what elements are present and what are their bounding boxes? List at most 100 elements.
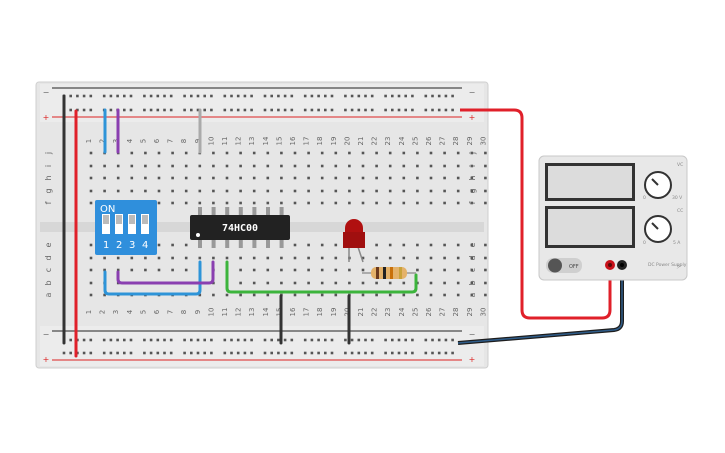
rail-hole[interactable]: [283, 351, 287, 355]
grid-hole[interactable]: [225, 293, 229, 297]
grid-hole[interactable]: [416, 243, 419, 247]
grid-hole[interactable]: [375, 201, 378, 205]
rail-hole[interactable]: [397, 108, 401, 112]
rail-hole[interactable]: [143, 94, 146, 98]
rail-hole[interactable]: [357, 108, 361, 112]
grid-hole[interactable]: [375, 243, 378, 247]
grid-hole[interactable]: [484, 189, 487, 193]
grid-hole[interactable]: [388, 189, 392, 193]
grid-hole[interactable]: [239, 268, 242, 272]
grid-hole[interactable]: [334, 256, 338, 260]
rail-hole[interactable]: [102, 338, 106, 342]
rail-hole[interactable]: [431, 338, 434, 342]
rail-hole[interactable]: [76, 94, 79, 98]
rail-hole[interactable]: [109, 94, 113, 98]
rail-hole[interactable]: [243, 338, 247, 342]
rail-hole[interactable]: [263, 338, 267, 342]
rail-hole[interactable]: [364, 94, 367, 98]
grid-hole[interactable]: [307, 256, 310, 260]
rail-hole[interactable]: [163, 351, 166, 355]
grid-hole[interactable]: [225, 256, 229, 260]
grid-hole[interactable]: [144, 164, 147, 168]
grid-hole[interactable]: [103, 189, 106, 193]
grid-hole[interactable]: [416, 189, 419, 193]
grid-hole[interactable]: [171, 268, 174, 272]
dip-toggle[interactable]: [142, 215, 148, 224]
rail-hole[interactable]: [330, 94, 334, 98]
rail-hole[interactable]: [370, 108, 374, 112]
rail-hole[interactable]: [223, 351, 227, 355]
rail-hole[interactable]: [451, 351, 454, 355]
grid-hole[interactable]: [416, 151, 419, 155]
grid-hole[interactable]: [307, 281, 310, 285]
rail-hole[interactable]: [156, 351, 160, 355]
rail-hole[interactable]: [384, 338, 387, 342]
wire-green-bottom[interactable]: [225, 260, 418, 294]
grid-hole[interactable]: [361, 268, 365, 272]
grid-hole[interactable]: [429, 256, 433, 260]
grid-hole[interactable]: [252, 189, 256, 193]
rail-hole[interactable]: [236, 94, 240, 98]
grid-hole[interactable]: [348, 268, 351, 272]
grid-hole[interactable]: [293, 281, 297, 285]
rail-hole[interactable]: [69, 338, 72, 342]
grid-hole[interactable]: [266, 256, 270, 260]
rail-hole[interactable]: [230, 351, 233, 355]
grid-hole[interactable]: [429, 164, 433, 168]
wire-purple-bottom[interactable]: [116, 260, 215, 285]
grid-hole[interactable]: [320, 256, 324, 260]
grid-hole[interactable]: [361, 256, 365, 260]
rail-hole[interactable]: [404, 351, 407, 355]
rail-hole[interactable]: [149, 338, 153, 342]
grid-hole[interactable]: [361, 164, 365, 168]
rail-hole[interactable]: [290, 351, 294, 355]
grid-hole[interactable]: [212, 201, 215, 205]
rail-hole[interactable]: [263, 351, 267, 355]
rail-hole[interactable]: [169, 108, 173, 112]
rail-hole[interactable]: [411, 351, 414, 355]
grid-hole[interactable]: [416, 164, 419, 168]
grid-hole[interactable]: [130, 164, 134, 168]
rail-hole[interactable]: [123, 351, 126, 355]
grid-hole[interactable]: [239, 293, 242, 297]
rail-hole[interactable]: [404, 338, 407, 342]
grid-hole[interactable]: [429, 151, 433, 155]
grid-hole[interactable]: [484, 293, 487, 297]
rail-hole[interactable]: [411, 94, 414, 98]
grid-hole[interactable]: [348, 281, 351, 285]
grid-hole[interactable]: [198, 256, 202, 260]
grid-hole[interactable]: [184, 243, 188, 247]
rail-hole[interactable]: [223, 108, 227, 112]
rail-hole[interactable]: [444, 94, 448, 98]
grid-hole[interactable]: [484, 151, 487, 155]
rail-hole[interactable]: [243, 351, 247, 355]
rail-hole[interactable]: [324, 351, 327, 355]
grid-hole[interactable]: [280, 151, 283, 155]
grid-hole[interactable]: [402, 164, 406, 168]
grid-hole[interactable]: [320, 189, 324, 193]
rail-hole[interactable]: [431, 94, 434, 98]
rail-hole[interactable]: [364, 351, 367, 355]
rail-hole[interactable]: [89, 108, 93, 112]
rail-hole[interactable]: [324, 108, 327, 112]
grid-hole[interactable]: [388, 293, 392, 297]
rail-hole[interactable]: [451, 108, 454, 112]
rail-hole[interactable]: [451, 338, 454, 342]
rail-hole[interactable]: [310, 108, 314, 112]
rail-hole[interactable]: [317, 108, 320, 112]
rail-hole[interactable]: [203, 94, 206, 98]
rail-hole[interactable]: [183, 94, 186, 98]
grid-hole[interactable]: [103, 293, 106, 297]
rail-hole[interactable]: [350, 338, 354, 342]
rail-hole[interactable]: [203, 351, 206, 355]
rail-hole[interactable]: [156, 338, 160, 342]
rail-hole[interactable]: [230, 94, 233, 98]
rail-hole[interactable]: [391, 94, 394, 98]
rail-hole[interactable]: [324, 338, 327, 342]
grid-hole[interactable]: [130, 189, 134, 193]
grid-hole[interactable]: [89, 293, 93, 297]
grid-hole[interactable]: [280, 189, 283, 193]
grid-hole[interactable]: [307, 268, 310, 272]
grid-hole[interactable]: [225, 176, 229, 180]
grid-hole[interactable]: [212, 281, 215, 285]
